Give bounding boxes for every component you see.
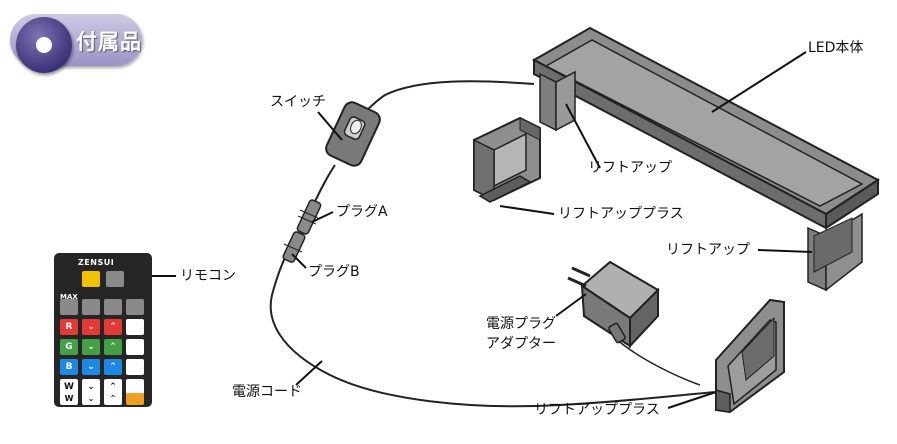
section-title: 付属品	[76, 30, 142, 54]
remote-max-button-1[interactable]	[60, 299, 78, 315]
remote-max-button-2[interactable]	[82, 299, 100, 315]
disc-center-dot	[36, 37, 52, 53]
plug-a-part	[296, 199, 322, 235]
leader-lift-up-plus-2	[667, 391, 717, 409]
remote-r-preset-button[interactable]	[126, 319, 144, 335]
remote-max-label: MAX	[60, 293, 78, 301]
remote-mode-button[interactable]	[106, 271, 124, 287]
remote-r-down-button[interactable]: ⌄	[82, 319, 100, 335]
leader-lift-up-1	[565, 103, 601, 169]
leader-switch	[317, 111, 343, 141]
label-plug-a: プラグA	[336, 204, 388, 220]
plug-b-part	[282, 231, 306, 263]
remote-control: ZENSUI MAX R ⌄ ⌃ G ⌄ ⌃ B ⌄ ⌃ W ⌄ ⌃	[54, 253, 152, 407]
label-led-body: LED本体	[808, 40, 864, 56]
remote-w1-down-button[interactable]: ⌄	[82, 379, 100, 395]
remote-b-down-button[interactable]: ⌄	[82, 359, 100, 375]
switch-part	[325, 101, 381, 167]
remote-g-up-button[interactable]: ⌃	[104, 339, 122, 355]
leader-plug-a	[311, 211, 334, 223]
leader-lift-up-plus-1	[499, 205, 555, 215]
leader-cord	[295, 360, 323, 386]
remote-w1-up-button[interactable]: ⌃	[104, 379, 122, 395]
label-adapter-line1: 電源プラグ	[486, 316, 556, 332]
remote-w2-up-button[interactable]: ⌃	[104, 393, 122, 405]
label-lift-up-1: リフトアップ	[588, 160, 672, 176]
remote-w1-button[interactable]: W	[60, 379, 78, 395]
label-lift-up-plus-2: リフトアッププラス	[534, 402, 660, 418]
remote-w2-button[interactable]: W	[60, 393, 78, 405]
remote-r-button[interactable]: R	[60, 319, 78, 335]
remote-max-button-3[interactable]	[104, 299, 122, 315]
leader-plug-b	[291, 253, 307, 269]
remote-b-button[interactable]: B	[60, 359, 78, 375]
label-switch: スイッチ	[270, 94, 326, 110]
remote-b-up-button[interactable]: ⌃	[104, 359, 122, 375]
remote-timer-button[interactable]	[126, 393, 144, 405]
remote-w1-preset-button[interactable]	[126, 379, 144, 395]
label-remote: リモコン	[180, 268, 236, 284]
adapter-cord	[614, 337, 701, 386]
label-adapter-line2: アダプター	[486, 336, 556, 352]
remote-b-preset-button[interactable]	[126, 359, 144, 375]
remote-g-preset-button[interactable]	[126, 339, 144, 355]
label-power-cord: 電源コード	[232, 384, 302, 400]
label-plug-b: プラグB	[308, 264, 360, 280]
label-lift-up-plus-1: リフトアッププラス	[558, 206, 684, 222]
lift-up-plus-part-1	[473, 116, 541, 203]
leader-led	[711, 51, 807, 113]
plug-cable	[269, 247, 717, 408]
power-cord	[351, 80, 535, 121]
remote-power-button[interactable]	[82, 271, 100, 287]
adapter-part	[567, 260, 660, 349]
lift-up-plus-part-2	[715, 298, 785, 414]
remote-w2-down-button[interactable]: ⌄	[82, 393, 100, 405]
label-lift-up-2: リフトアップ	[666, 242, 750, 258]
remote-g-button[interactable]: G	[60, 339, 78, 355]
remote-max-button-4[interactable]	[126, 299, 144, 315]
leader-adapter	[555, 293, 587, 317]
remote-brand: ZENSUI	[78, 258, 115, 267]
led-body-part	[531, 26, 880, 292]
remote-r-up-button[interactable]: ⌃	[104, 319, 122, 335]
leader-lift-up-2	[757, 249, 813, 253]
remote-g-down-button[interactable]: ⌄	[82, 339, 100, 355]
